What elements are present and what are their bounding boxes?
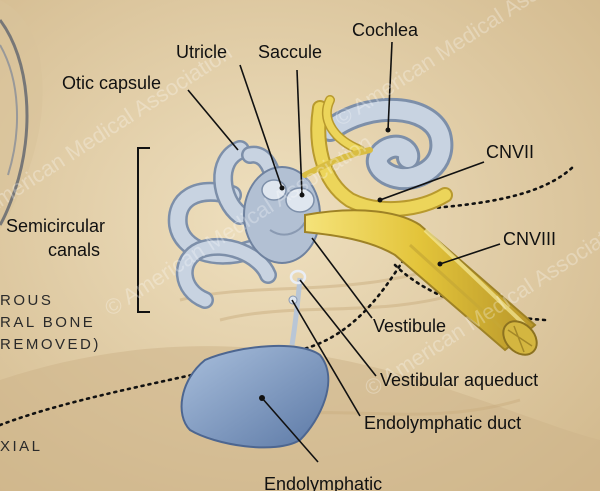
label-semicircular-line2: canals — [48, 240, 101, 260]
leader-lines — [187, 41, 501, 463]
label-otic-capsule: Otic capsule — [62, 73, 162, 93]
label-cnviii: CNVIII — [503, 229, 557, 249]
endolymphatic-sac — [180, 344, 330, 449]
label-endolymphatic-sac: Endolymphatic — [264, 474, 383, 491]
label-vestibule: Vestibule — [373, 316, 447, 336]
bone-edge-curve — [0, 19, 29, 226]
label-semicircular-line1: Semicircular — [6, 216, 106, 236]
facial-nerve — [302, 95, 453, 217]
label-utricle: Utricle — [176, 42, 228, 62]
semicircular-bracket — [137, 147, 150, 313]
cochlea-shape — [318, 98, 454, 191]
cnviii-nerve — [304, 209, 538, 356]
label-vestibular-aqueduct: Vestibular aqueduct — [380, 370, 539, 390]
label-axial: XIAL — [0, 438, 43, 455]
dotted-boundary-right — [393, 263, 547, 322]
label-petrous-line2: RAL BONE — [0, 314, 96, 331]
upper-left-shade — [0, 0, 43, 230]
label-petrous-line3: REMOVED) — [0, 336, 101, 353]
label-cochlea: Cochlea — [352, 20, 419, 40]
leader-dots — [259, 127, 443, 401]
label-petrous-line1: ROUS — [0, 292, 54, 309]
label-cnvii: CNVII — [486, 142, 535, 162]
label-endolymphatic-duct: Endolymphatic duct — [364, 413, 522, 433]
label-saccule: Saccule — [258, 42, 323, 62]
